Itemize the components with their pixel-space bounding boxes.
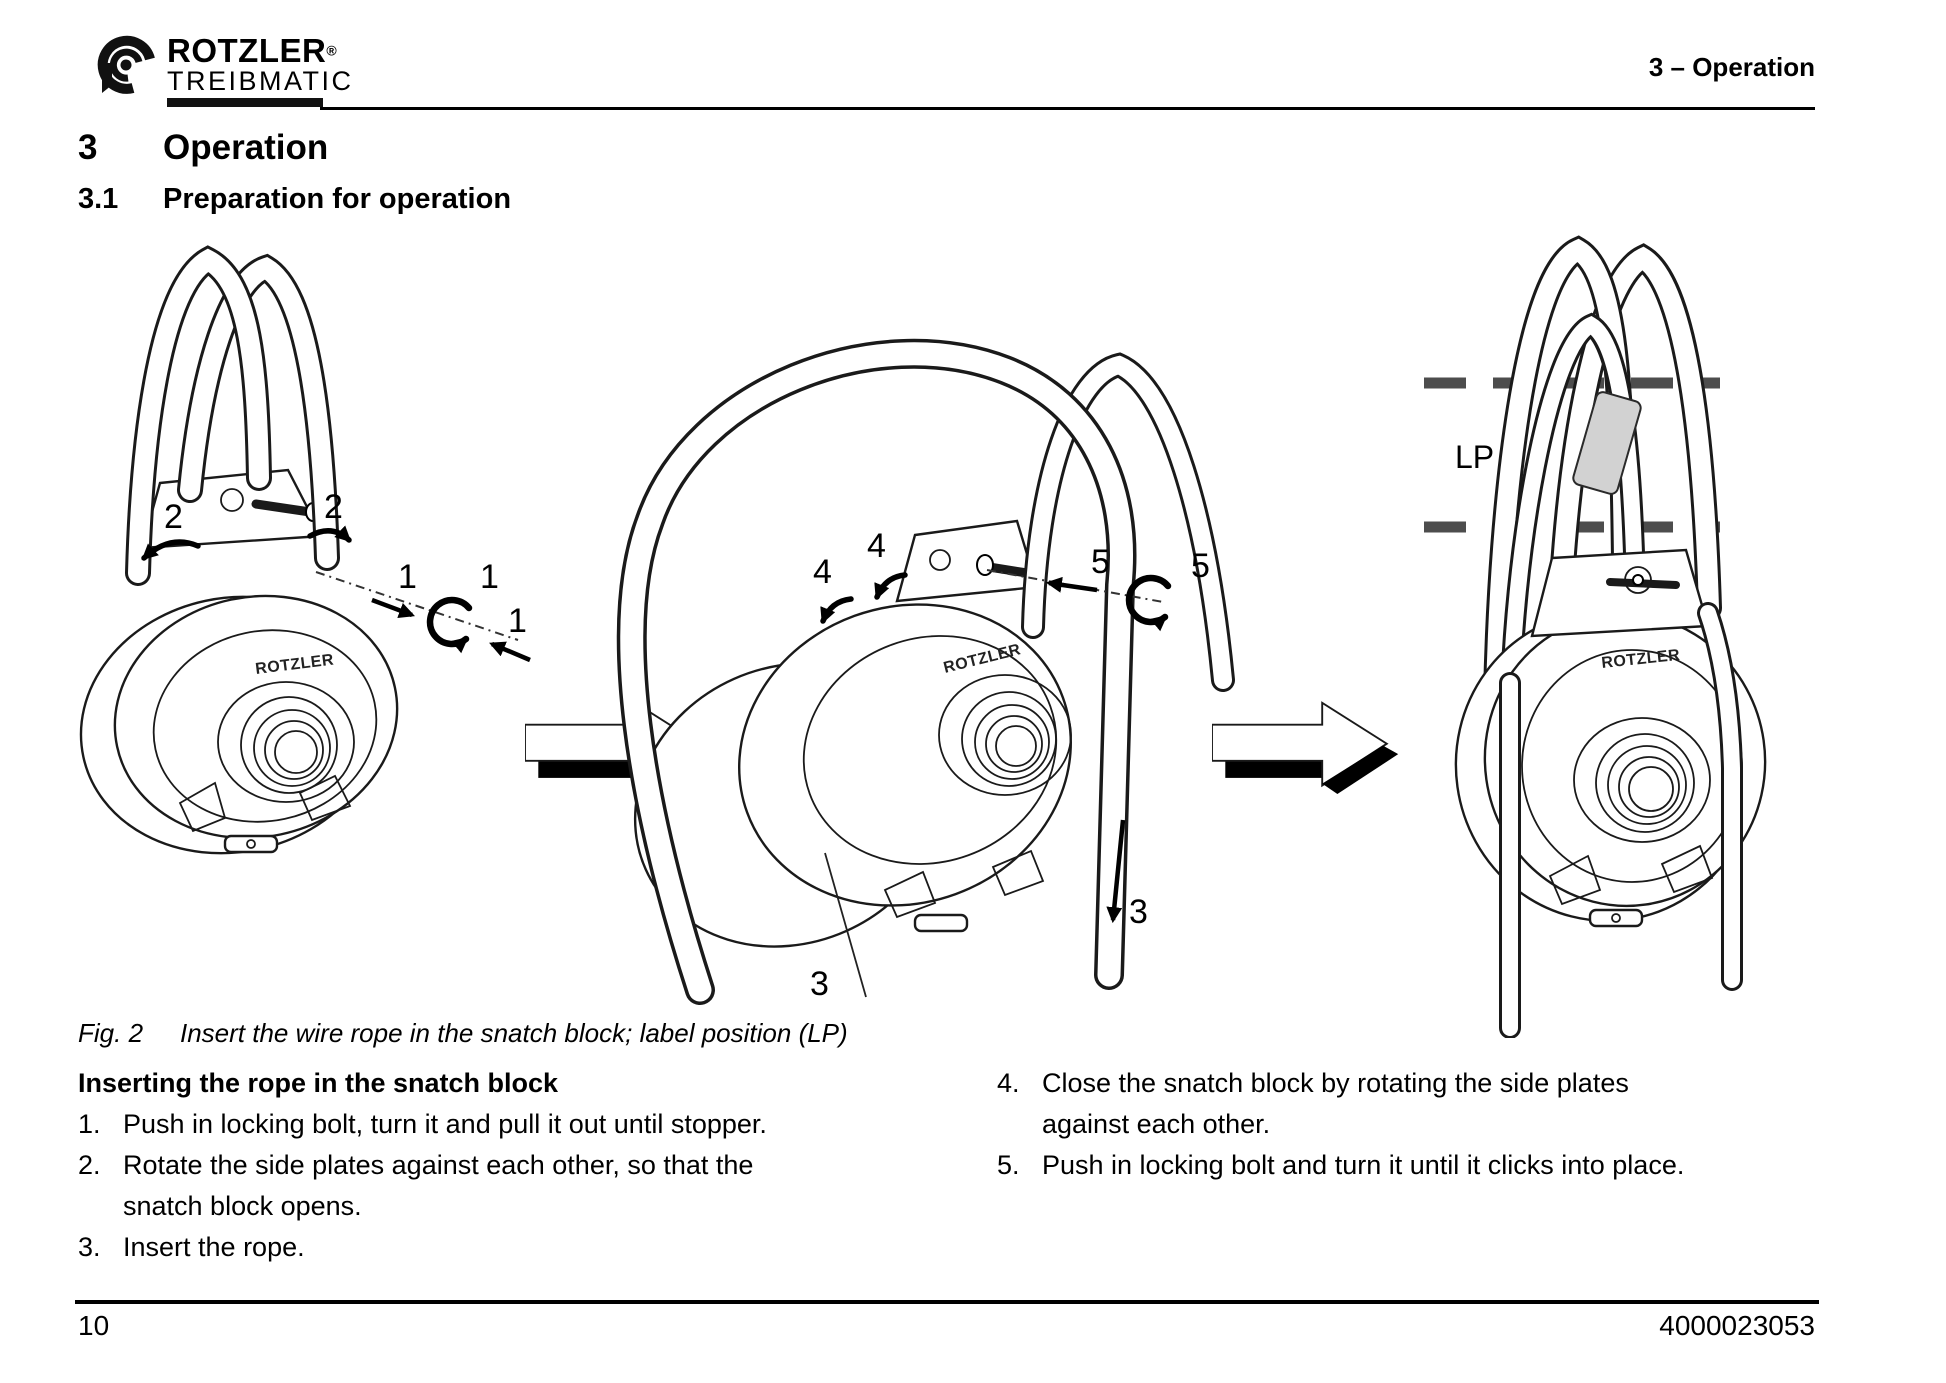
callout-3a: 3 [810, 965, 829, 1003]
step-number: 2. [78, 1150, 101, 1180]
step-number: 4. [997, 1068, 1020, 1098]
instruction-step-2: 2. Rotate the side plates against each o… [78, 1145, 888, 1227]
rotate-arrow-2-right [307, 525, 352, 543]
rotate-arrow-2-left [141, 539, 201, 561]
rotate-arrow-4a [874, 572, 908, 600]
registered-mark: ® [326, 42, 337, 59]
callout-2a: 2 [164, 498, 183, 536]
callout-4b: 4 [813, 553, 832, 591]
page-number: 10 [78, 1310, 110, 1341]
callout-1c: 1 [508, 602, 527, 640]
step-arrow-2 [1212, 701, 1399, 795]
instruction-step-5: 5. Push in locking bolt and turn it unti… [997, 1145, 1787, 1186]
wire-rope-2 [616, 338, 1137, 1005]
push-arrow-5 [1045, 576, 1098, 593]
header-rule [320, 107, 1815, 110]
bolt-axis-leader [315, 571, 519, 641]
lp-label: LP [1455, 439, 1494, 475]
callout-4a: 4 [867, 527, 886, 565]
snatch-block-body-1: ROTZLER [79, 468, 399, 855]
step-text: Push in locking bolt, turn it and pull i… [123, 1109, 767, 1139]
instructions-heading: Inserting the rope in the snatch block [78, 1068, 559, 1098]
callout-2b: 2 [324, 488, 343, 526]
callouts-fig2: 4 4 5 5 3 3 [810, 527, 1210, 1003]
document-number: 4000023053 [1659, 1310, 1815, 1341]
figure-caption-label: Fig. 2 [78, 1018, 144, 1048]
bail-2 [1021, 352, 1235, 692]
snatch-block-illustration-2: ROTZLER 4 4 5 5 3 3 [616, 338, 1235, 1005]
instructions-left-column: Inserting the rope in the snatch block 1… [78, 1063, 888, 1268]
step-number: 5. [997, 1150, 1020, 1180]
step-number: 3. [78, 1232, 101, 1262]
wire-rope-3-loop [1499, 312, 1646, 739]
logo-underline [167, 98, 323, 107]
callout-1b: 1 [480, 558, 499, 596]
subsection-title: Preparation for operation [163, 183, 512, 215]
step-text: Insert the rope. [123, 1232, 305, 1262]
rope-arrow-3b [1106, 819, 1126, 924]
step-text: Push in locking bolt and turn it until i… [1042, 1150, 1685, 1180]
turn-arrow-1 [426, 596, 473, 654]
figure-caption-text: Insert the wire rope in the snatch block… [180, 1018, 848, 1048]
rotzler-logo: ROTZLER® TREIBMATIC [95, 34, 354, 107]
logo-sub: TREIBMATIC [167, 66, 354, 96]
section-number: 3 [78, 128, 98, 167]
logo-brand: ROTZLER® [167, 32, 337, 69]
step-text: Rotate the side plates against each othe… [123, 1150, 754, 1221]
turn-arrow-5 [1125, 574, 1172, 632]
rotate-arrow-4b [820, 596, 854, 624]
callout-1a: 1 [398, 558, 417, 596]
callout-5a: 5 [1091, 543, 1110, 581]
callout-5b: 5 [1191, 547, 1210, 585]
footer-rule [75, 1300, 1819, 1304]
instruction-step-4: 4. Close the snatch block by rotating th… [997, 1063, 1787, 1145]
snatch-block-illustration-3: ROTZLER LP [1424, 235, 1767, 1038]
callouts-fig1: 2 2 1 1 1 [141, 488, 531, 663]
section-title: Operation [163, 128, 329, 167]
push-arrow-1 [371, 597, 415, 618]
instruction-step-1: 1. Push in locking bolt, turn it and pul… [78, 1104, 888, 1145]
wire-rope-3-ends [1499, 602, 1743, 1038]
snatch-block-illustration-1: ROTZLER 2 2 1 1 1 [79, 245, 531, 855]
bail-1 [125, 245, 340, 586]
snatch-block-body-2: ROTZLER [633, 519, 1072, 948]
instructions-right-column: 4. Close the snatch block by rotating th… [997, 1063, 1787, 1186]
callout-3b: 3 [1129, 893, 1148, 931]
instruction-step-3: 3. Insert the rope. [78, 1227, 888, 1268]
pull-arrow-1 [489, 641, 531, 663]
step-number: 1. [78, 1109, 101, 1139]
rope-leader-3a [824, 852, 867, 998]
step-text: Close the snatch block by rotating the s… [1042, 1068, 1629, 1139]
running-header-chapter: 3 – Operation [1648, 52, 1815, 82]
subsection-number: 3.1 [78, 183, 119, 215]
snatch-block-body-3: ROTZLER [1454, 548, 1767, 928]
label-patch [1572, 391, 1642, 495]
rotzler-logo-icon [97, 35, 155, 94]
